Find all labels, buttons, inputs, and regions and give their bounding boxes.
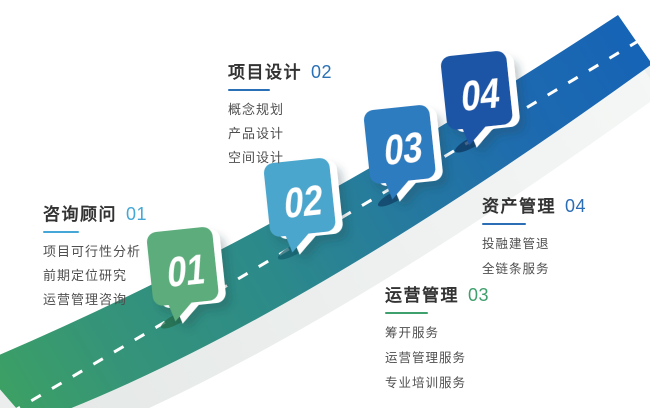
pin-body bbox=[364, 105, 436, 200]
pin-number: 02 bbox=[283, 177, 324, 228]
milestone-item: 空间设计 bbox=[228, 150, 285, 165]
road-left-end-face bbox=[0, 389, 17, 408]
milestone-number: 01 bbox=[126, 204, 148, 224]
milestone-item: 运营管理咨询 bbox=[43, 292, 128, 307]
pin-group-02: 02 bbox=[264, 158, 343, 255]
milestone-title: 项目设计 bbox=[228, 63, 302, 82]
milestone-item: 专业培训服务 bbox=[385, 376, 467, 390]
milestone-number: 03 bbox=[468, 285, 490, 305]
milestone-item: 项目可行性分析 bbox=[43, 244, 142, 259]
accent-underline bbox=[385, 312, 428, 314]
milestone-item: 投融建管退 bbox=[482, 237, 550, 251]
milestone-items: 项目可行性分析 前期定位研究 运营管理咨询 bbox=[43, 240, 147, 312]
milestone-item: 前期定位研究 bbox=[43, 268, 128, 283]
milestone-item: 概念规划 bbox=[228, 102, 285, 117]
milestone-items: 概念规划 产品设计 空间设计 bbox=[228, 98, 332, 170]
pin-number: 03 bbox=[383, 124, 424, 175]
milestone-heading: 咨询顾问 01 bbox=[43, 204, 147, 225]
milestone-items: 筹开服务 运营管理服务 专业培训服务 bbox=[385, 321, 489, 396]
milestone-item: 筹开服务 bbox=[385, 326, 440, 340]
milestone-heading: 项目设计 02 bbox=[228, 62, 332, 83]
milestone-heading: 运营管理 03 bbox=[385, 285, 489, 306]
accent-underline bbox=[482, 223, 526, 225]
milestone-items: 投融建管退 全链条服务 bbox=[482, 232, 586, 282]
milestone-group-2: 项目设计 02 概念规划 产品设计 空间设计 bbox=[228, 62, 332, 170]
pin-group-01: 01 bbox=[147, 227, 226, 324]
accent-underline bbox=[43, 231, 79, 233]
milestone-group-3: 运营管理 03 筹开服务 运营管理服务 专业培训服务 bbox=[385, 285, 489, 396]
milestone-group-1: 咨询顾问 01 项目可行性分析 前期定位研究 运营管理咨询 bbox=[43, 204, 147, 312]
milestone-group-4: 资产管理 04 投融建管退 全链条服务 bbox=[482, 196, 586, 282]
milestone-heading: 资产管理 04 bbox=[482, 196, 586, 217]
milestone-item: 运营管理服务 bbox=[385, 351, 467, 365]
pin-body bbox=[264, 158, 336, 253]
pin-number: 01 bbox=[166, 246, 207, 297]
milestone-title: 资产管理 bbox=[482, 197, 556, 216]
pin-group-04: 04 bbox=[441, 51, 520, 148]
milestone-number: 02 bbox=[311, 62, 333, 82]
accent-underline bbox=[228, 89, 270, 91]
pin-body bbox=[147, 227, 219, 322]
pin-group-03: 03 bbox=[364, 105, 443, 202]
milestone-title: 咨询顾问 bbox=[43, 205, 117, 224]
milestone-item: 全链条服务 bbox=[482, 262, 550, 276]
milestone-title: 运营管理 bbox=[385, 286, 459, 305]
milestone-number: 04 bbox=[565, 196, 587, 216]
pin-body bbox=[441, 51, 513, 146]
pin-number: 04 bbox=[460, 70, 502, 121]
milestone-item: 产品设计 bbox=[228, 126, 285, 141]
